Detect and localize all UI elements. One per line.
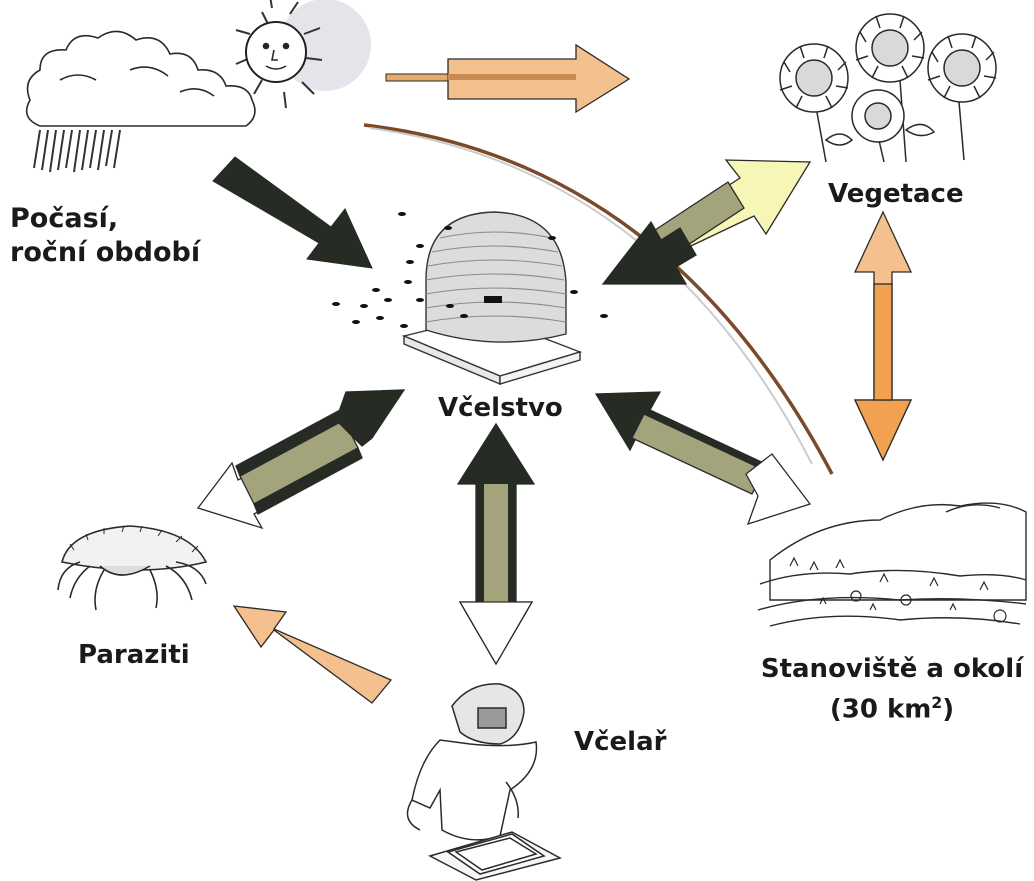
mite-icon (58, 526, 206, 610)
landscape-icon (758, 503, 1026, 626)
label-site-area-exponent: 2 (931, 694, 942, 712)
arrow-vegetation-colony (603, 160, 810, 284)
arrow-vegetation-site (855, 212, 911, 460)
beekeeper-icon (408, 684, 561, 880)
arrow-parasites-colony (198, 390, 404, 528)
arrow-weather-to-colony (213, 157, 372, 268)
arrow-beekeeper-to-parasites (234, 606, 391, 703)
label-site-area: (30 km (830, 695, 932, 725)
sunflowers-icon (780, 14, 996, 162)
label-weather: Počasí, roční období (10, 202, 200, 270)
label-vegetation: Vegetace (828, 179, 964, 209)
arrow-beekeeper-colony (458, 424, 534, 664)
label-colony: Včelstvo (438, 393, 563, 423)
label-beekeeper: Včelař (574, 727, 666, 757)
label-site-area-close: ) (942, 695, 954, 725)
label-weather-line2: roční období (10, 236, 200, 270)
arrow-weather-to-vegetation (386, 45, 629, 112)
label-weather-line1: Počasí, (10, 202, 200, 236)
label-site-line2: (30 km2) (760, 686, 1024, 727)
beehive-icon (332, 212, 608, 384)
label-site: Stanoviště a okolí (30 km2) (760, 652, 1024, 727)
cloud-sun-rain-icon (27, 0, 371, 172)
arrow-site-colony (596, 392, 810, 524)
label-parasites: Paraziti (78, 640, 190, 670)
label-site-line1: Stanoviště a okolí (760, 652, 1024, 686)
